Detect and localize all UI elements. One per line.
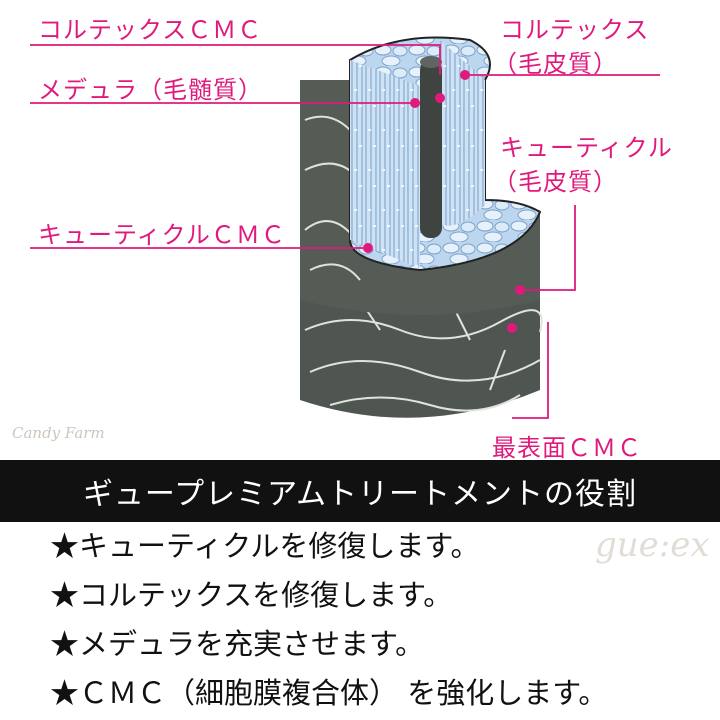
label-outer-cmc: 最表面ＣＭＣ (492, 428, 642, 463)
title-banner: ギュープレミアムトリートメントの役割 (0, 460, 720, 522)
list-item: ★メデュラを充実させます。 (50, 620, 720, 669)
label-cuticle: キューティクル (500, 128, 673, 163)
label-cuticle-sub: （毛皮質） (493, 162, 618, 197)
list-item: ★コルテックスを修復します。 (50, 571, 720, 620)
banner-title: ギュープレミアムトリートメントの役割 (83, 469, 637, 513)
label-cortex-sub: （毛皮質） (493, 44, 618, 79)
label-cuticle-cmc: キューティクルＣＭＣ (38, 215, 286, 250)
brand-logo: gue:ex (595, 525, 710, 565)
label-medulla: メデュラ（毛髄質） (38, 70, 263, 105)
label-cortex: コルテックス (500, 10, 649, 45)
medulla-rod (420, 60, 442, 238)
list-item: ★ＣＭＣ（細胞膜複合体） を強化します。 (50, 669, 720, 718)
cuticle-column (300, 300, 542, 418)
candy-farm-watermark: Candy Farm (12, 424, 105, 442)
label-cortex-cmc: コルテックスＣＭＣ (38, 10, 262, 45)
